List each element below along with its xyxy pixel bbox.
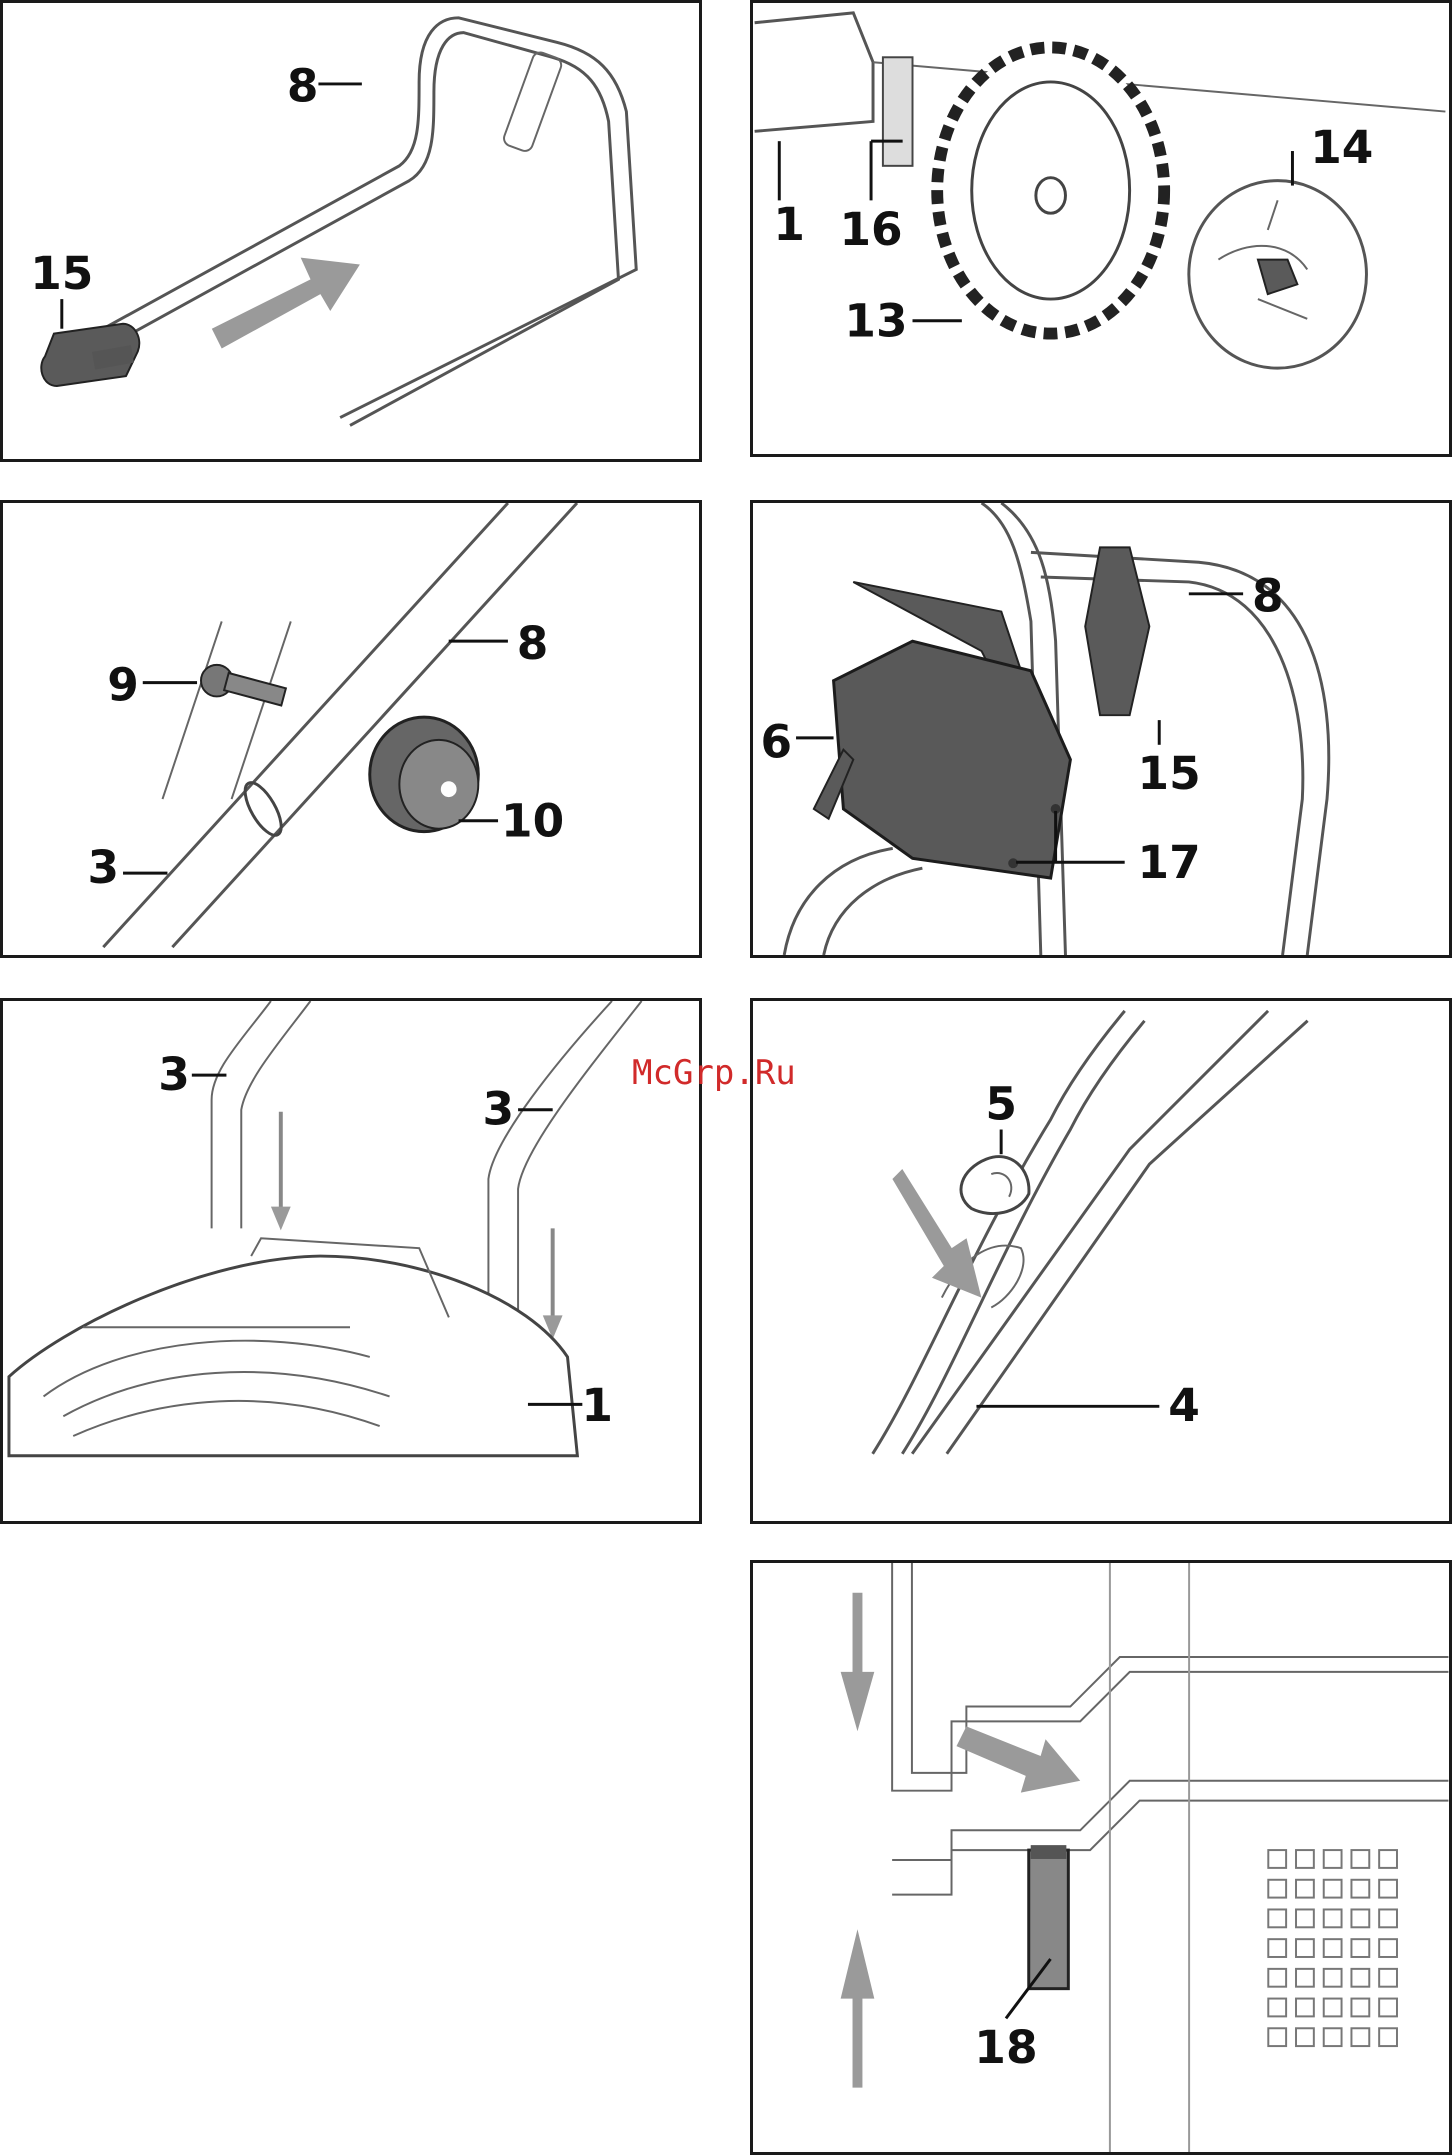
callout-10: 10 bbox=[501, 795, 564, 848]
panel-switch-box: 6 8 15 17 bbox=[750, 500, 1452, 958]
panel-cable-clip: 5 4 bbox=[750, 998, 1452, 1524]
callout-3-left: 3 bbox=[158, 1048, 190, 1101]
panel-wheel: 1 16 13 14 bbox=[750, 0, 1452, 457]
callout-5: 5 bbox=[985, 1078, 1017, 1131]
callout-16: 16 bbox=[839, 203, 902, 256]
bag-clip-illustration: 18 bbox=[753, 1563, 1449, 2152]
callout-3: 3 bbox=[87, 841, 119, 894]
callout-9: 9 bbox=[107, 658, 139, 711]
panel-tubes-deck: 3 3 1 bbox=[0, 998, 702, 1524]
callout-18: 18 bbox=[974, 2021, 1037, 2074]
bolt-knob-illustration: 9 8 10 3 bbox=[3, 503, 699, 955]
callout-8: 8 bbox=[517, 617, 549, 670]
callout-14: 14 bbox=[1310, 121, 1373, 174]
callout-1: 1 bbox=[773, 198, 805, 251]
tubes-deck-illustration: 3 3 1 bbox=[3, 1001, 699, 1521]
callout-15: 15 bbox=[1138, 747, 1201, 800]
panel-handle-clip: 8 15 bbox=[0, 0, 702, 462]
watermark: McGrp.Ru bbox=[632, 1053, 796, 1093]
callout-8: 8 bbox=[287, 60, 319, 113]
cable-clip-illustration: 5 4 bbox=[753, 1001, 1449, 1521]
panel-bolt-knob: 9 8 10 3 bbox=[0, 500, 702, 958]
callout-6: 6 bbox=[761, 716, 793, 769]
callout-8: 8 bbox=[1252, 570, 1284, 623]
callout-1: 1 bbox=[581, 1379, 613, 1432]
callout-13: 13 bbox=[844, 295, 907, 348]
callout-3-right: 3 bbox=[482, 1083, 514, 1136]
callout-17: 17 bbox=[1138, 836, 1201, 889]
handle-clip-illustration: 8 15 bbox=[3, 3, 699, 459]
callout-4: 4 bbox=[1168, 1379, 1200, 1432]
panel-bag-clip: 18 bbox=[750, 1560, 1452, 2155]
switch-box-illustration: 6 8 15 17 bbox=[753, 503, 1449, 955]
wheel-illustration: 1 16 13 14 bbox=[753, 3, 1449, 454]
callout-15: 15 bbox=[30, 247, 93, 300]
